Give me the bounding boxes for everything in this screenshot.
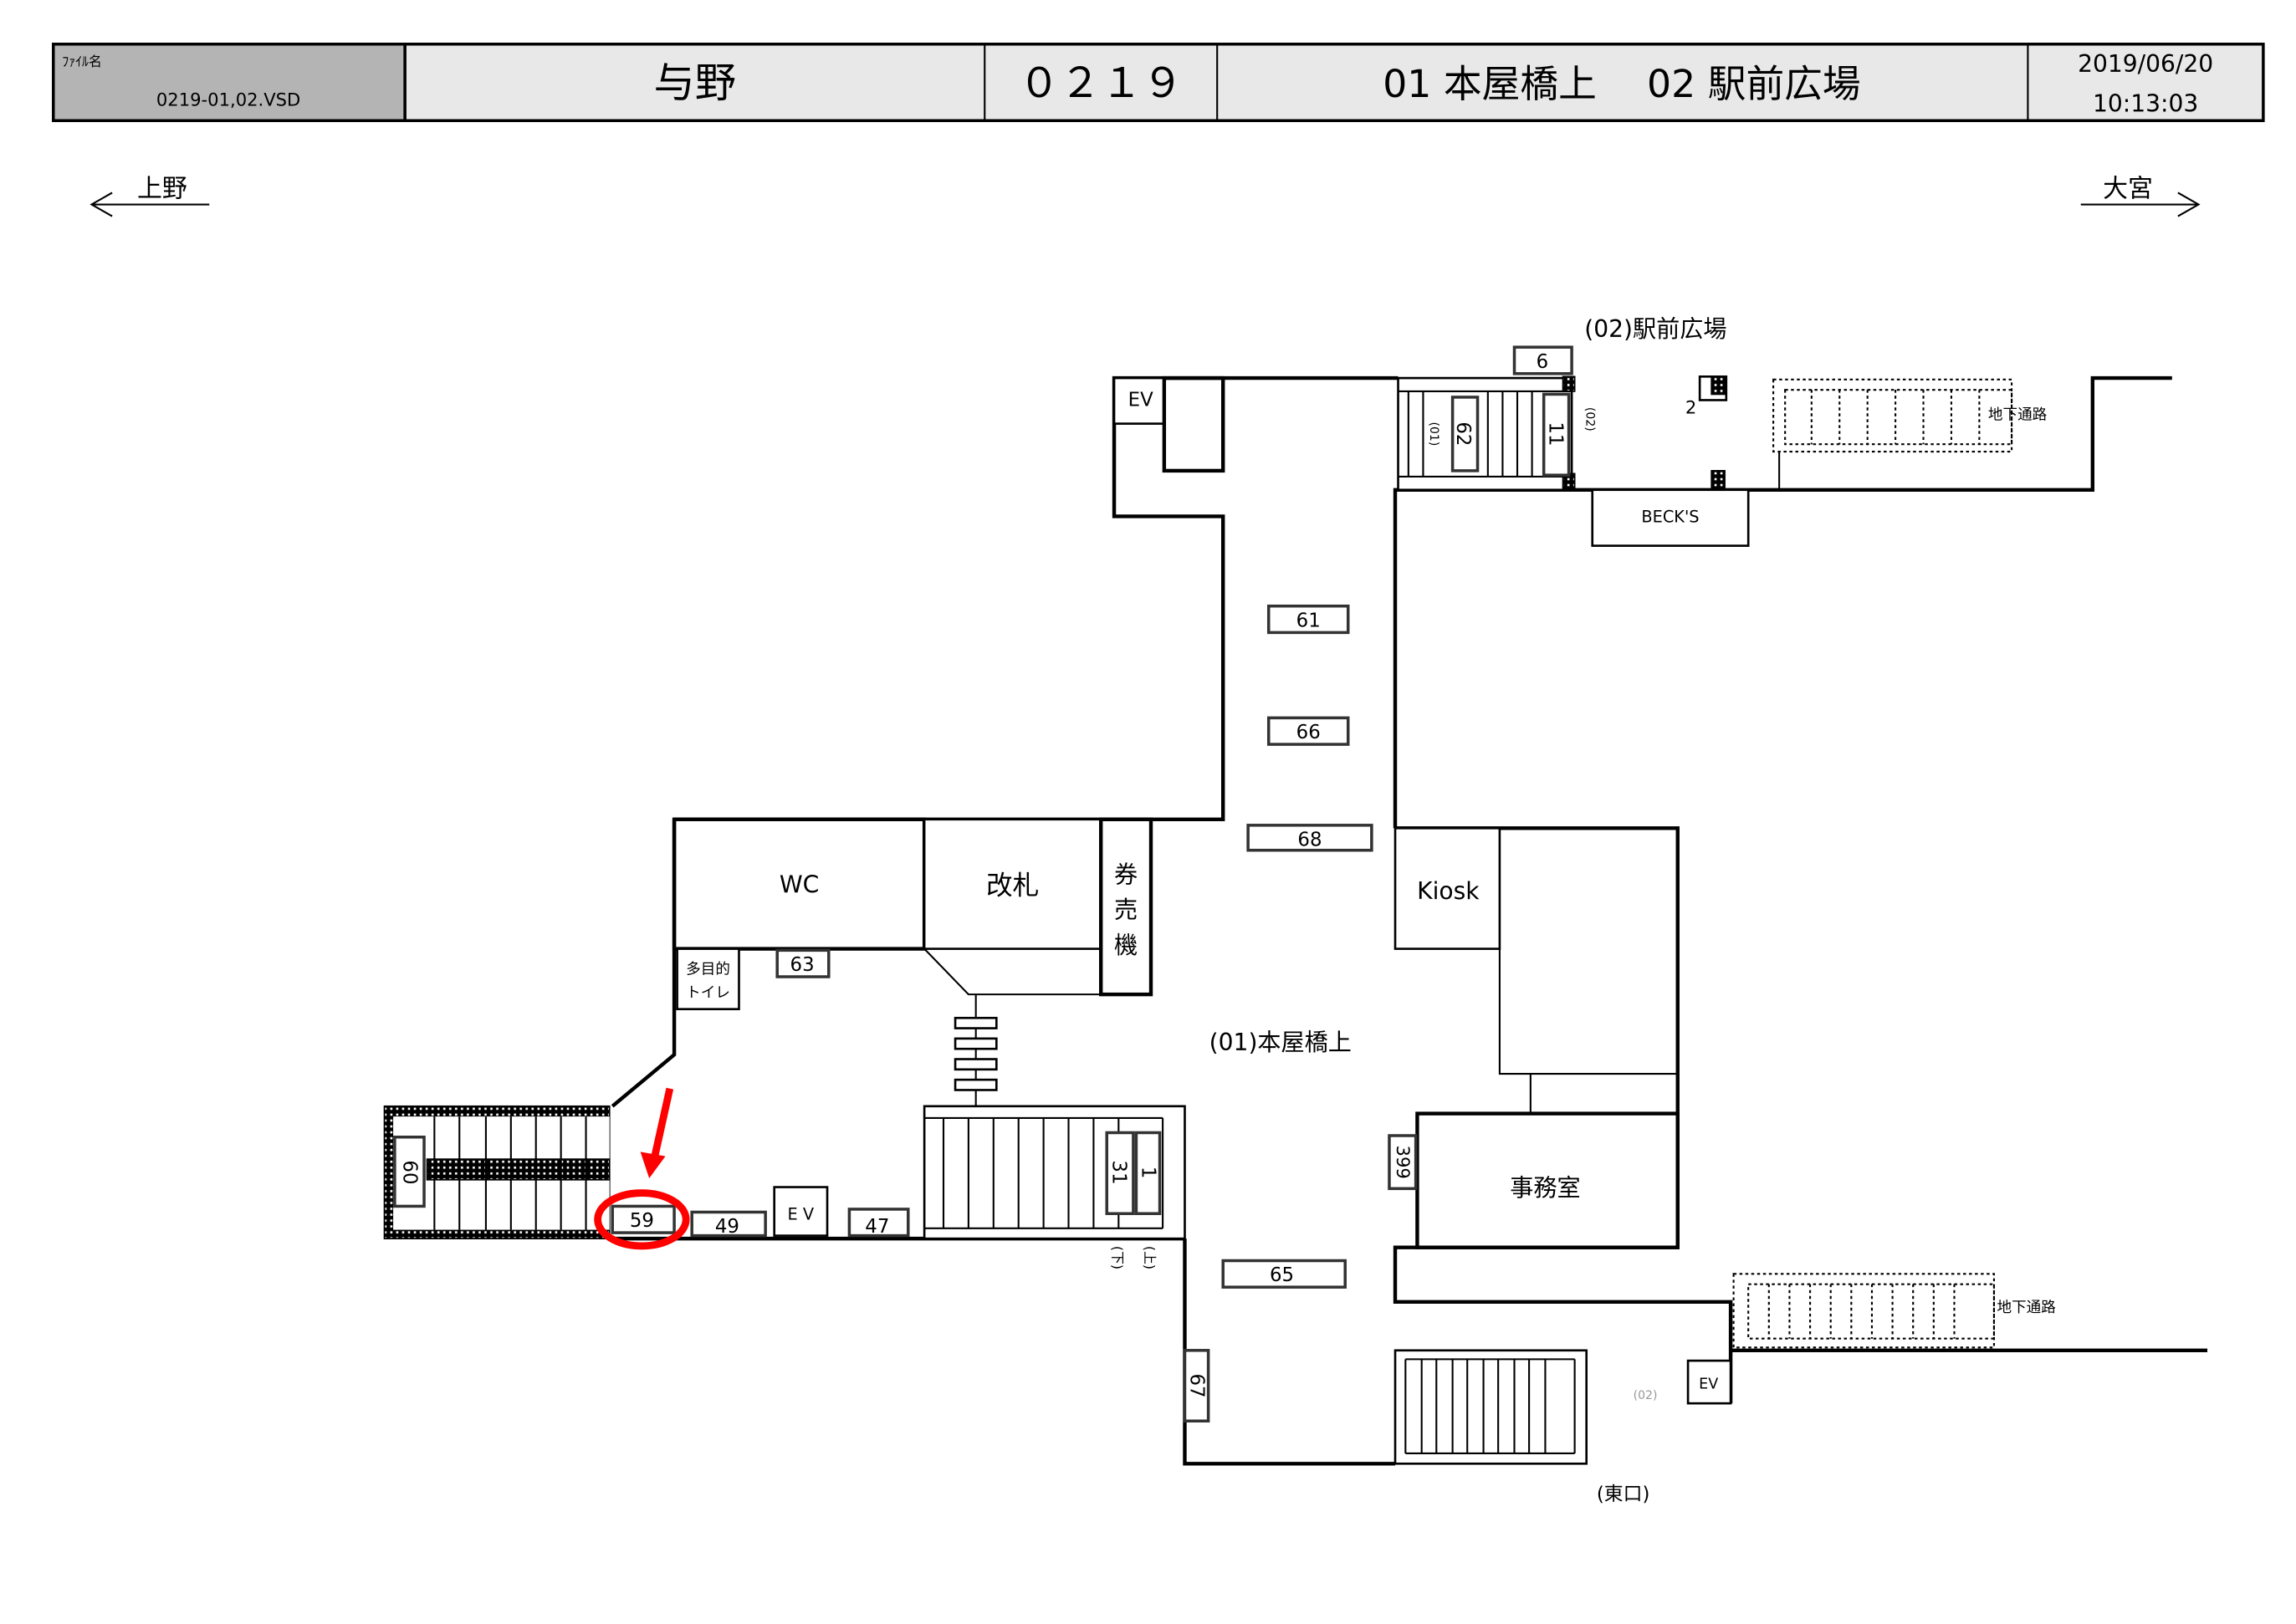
marker-label: 399 (1393, 1146, 1414, 1179)
highlight-annotation (594, 1087, 690, 1250)
ticket-machine-label: 売 (1114, 896, 1138, 924)
walls (609, 375, 2208, 1466)
underpass-north: 地下通路 (1772, 378, 2048, 453)
area-concourse-label: (01)本屋橋上 (1209, 1029, 1352, 1056)
marker-61[interactable]: 61 (1266, 604, 1350, 635)
marker-label: 65 (1270, 1264, 1294, 1286)
area-plaza-label: (02)駅前広場 (1584, 315, 1726, 343)
title-block: ﾌｧｲﾙ名 0219-01,02.VSD 与野 ０２１９ 01 本屋橋上 02 … (52, 43, 2265, 123)
direction-left: 上野 (89, 175, 210, 217)
marker-63[interactable]: 63 (775, 948, 831, 978)
marker-label: 62 (1452, 421, 1474, 446)
ticket-machine: 券 売 機 (1099, 817, 1153, 997)
marker-49[interactable]: 49 (690, 1210, 767, 1238)
date: 2019/06/20 (2078, 50, 2213, 78)
marker-66[interactable]: 66 (1266, 716, 1350, 746)
marker-60[interactable]: 60 (393, 1135, 426, 1208)
stairs-down-label: (下) (1109, 1246, 1125, 1269)
kiosk-label: Kiosk (1417, 877, 1480, 905)
highlight-arrow (651, 1087, 674, 1156)
marker-6[interactable]: 6 (1512, 345, 1573, 375)
stairs-up-label: (上) (1142, 1246, 1158, 1269)
direction-right: 大宮 (2080, 175, 2201, 217)
gate-barriers (954, 994, 998, 1106)
pillar-marker (1710, 470, 1726, 489)
east-exit-label: (東口) (1597, 1484, 1650, 1505)
time: 10:13:03 (2093, 90, 2198, 118)
station-name: 与野 (653, 59, 736, 107)
marker-399[interactable]: 399 (1388, 1134, 1418, 1191)
highlight-circle (594, 1189, 690, 1250)
marker-47[interactable]: 47 (847, 1208, 910, 1238)
marker-label: 2 (1685, 396, 1696, 417)
stairs-east-exit: (02) (1393, 1349, 1658, 1465)
station-code: ０２１９ (1019, 59, 1184, 107)
direction-ueno: 上野 (137, 175, 187, 204)
ev-label: EV (1699, 1376, 1718, 1393)
underpass-label: 地下通路 (1988, 406, 2048, 423)
marker-label: 49 (715, 1216, 739, 1238)
marker-65[interactable]: 65 (1221, 1259, 1347, 1289)
marker-68[interactable]: 68 (1246, 824, 1373, 852)
filename-label: ﾌｧｲﾙ名 (62, 54, 102, 69)
marker-label: 11 (1545, 421, 1567, 446)
room-wc: WC (672, 817, 927, 951)
filename: 0219-01,02.VSD (156, 89, 300, 110)
marker-label: 61 (1296, 610, 1321, 631)
elevator-left: E V (773, 1186, 829, 1237)
ev-label-top: EV (1128, 390, 1153, 411)
marker-label: 63 (790, 954, 815, 976)
wc-label: WC (780, 871, 819, 899)
marker-label: 67 (1186, 1373, 1208, 1397)
marker-67[interactable]: 67 (1183, 1349, 1210, 1423)
marker-label: 68 (1297, 829, 1322, 850)
marker-59[interactable]: 59 (611, 1204, 676, 1234)
ticket-machine-label: 機 (1114, 932, 1138, 959)
marker-label: 31 (1107, 1160, 1129, 1184)
marker-11[interactable]: 11 (1542, 392, 1571, 477)
becks-label: BECK'S (1641, 507, 1699, 526)
stairs-01-label: (01) (1427, 421, 1440, 446)
station-office: 事務室 (1415, 1111, 1680, 1249)
office-label: 事務室 (1510, 1174, 1580, 1202)
marker-62[interactable]: 62 (1450, 396, 1480, 472)
area-names: 01 本屋橋上 02 駅前広場 (1383, 62, 1860, 106)
arrow-head-icon (640, 1152, 666, 1179)
multi-toilet-label: トイレ (686, 985, 730, 1002)
multi-toilet-label: 多目的 (686, 961, 730, 978)
elevator-east: EV (1686, 1359, 1732, 1405)
ticket-machine-label: 券 (1114, 861, 1138, 888)
marker-1[interactable]: 1 (1134, 1131, 1162, 1215)
marker-label: 6 (1537, 351, 1549, 373)
ev-label: E V (788, 1204, 815, 1223)
marker-label: 47 (865, 1216, 889, 1238)
marker-2[interactable]: 2 (1685, 375, 1728, 417)
marker-label: 66 (1296, 722, 1321, 743)
kiosk: Kiosk (1393, 827, 1678, 1114)
marker-31[interactable]: 31 (1105, 1131, 1135, 1215)
stairs-02-label: (02) (1583, 407, 1597, 432)
underpass-south: 地下通路 (1732, 1273, 2057, 1349)
east-02-label: (02) (1634, 1389, 1658, 1402)
multipurpose-toilet: 多目的 トイレ (676, 947, 740, 1011)
gate-label: 改札 (986, 871, 1039, 901)
becks-shop: BECK'S (1591, 488, 1750, 547)
marker-label: 59 (630, 1210, 654, 1232)
underpass-label: 地下通路 (1997, 1300, 2057, 1316)
ticket-gate: 改札 (923, 818, 1152, 996)
marker-label: 60 (398, 1160, 420, 1184)
marker-label: 1 (1137, 1167, 1158, 1179)
direction-omiya: 大宮 (2103, 175, 2153, 204)
